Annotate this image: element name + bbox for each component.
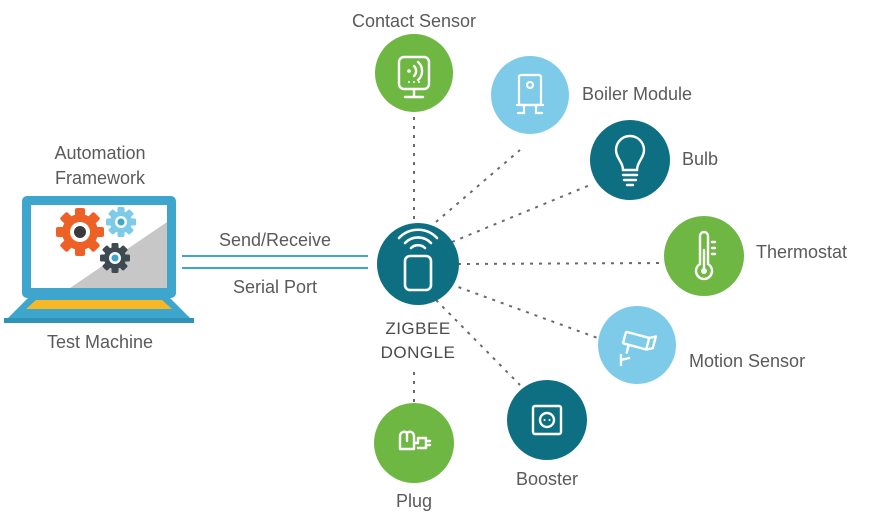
laptop-keyboard bbox=[26, 300, 172, 309]
laptop-icon bbox=[4, 196, 194, 323]
booster-node bbox=[507, 380, 587, 460]
connector-boiler-module bbox=[435, 149, 521, 223]
dark-gear-icon bbox=[100, 243, 130, 273]
test-machine-label: Test Machine bbox=[46, 332, 154, 352]
connector-bulb bbox=[451, 184, 591, 243]
contact-sensor-circle bbox=[375, 34, 453, 112]
thermostat-node bbox=[664, 216, 744, 296]
boiler-module-node bbox=[491, 56, 569, 134]
plug-icon bbox=[398, 430, 432, 451]
plug-node bbox=[374, 403, 454, 483]
bulb-icon bbox=[614, 134, 646, 187]
serial-link bbox=[182, 255, 368, 269]
camera-icon bbox=[619, 330, 658, 367]
boiler-module-circle bbox=[491, 56, 569, 134]
dongle-label-line1: ZIGBEE bbox=[385, 319, 451, 338]
bulb-circle bbox=[590, 120, 670, 200]
orange-gear-icon bbox=[56, 208, 104, 256]
serial-port-label: Serial Port bbox=[233, 277, 318, 297]
wireless-dongle-icon bbox=[397, 228, 439, 292]
motion-sensor-circle bbox=[598, 306, 676, 384]
connector-lines bbox=[413, 112, 666, 403]
boiler-module-icon bbox=[515, 73, 545, 115]
laptop-front-edge bbox=[4, 318, 194, 323]
thermostat-icon bbox=[694, 230, 717, 281]
boiler-module-label: Boiler Module bbox=[582, 84, 693, 104]
plug-label: Plug bbox=[395, 491, 433, 511]
thermostat-label: Thermostat bbox=[756, 242, 848, 262]
dongle-circle bbox=[377, 223, 459, 305]
contact-sensor-label: Contact Sensor bbox=[351, 11, 477, 31]
booster-label: Booster bbox=[515, 469, 579, 489]
motion-sensor-node bbox=[598, 306, 676, 384]
contact-sensor-icon bbox=[397, 55, 431, 99]
blue-gear-icon bbox=[106, 207, 136, 237]
dongle-label-line2: DONGLE bbox=[380, 343, 456, 362]
connector-thermostat bbox=[457, 262, 666, 265]
booster-circle bbox=[507, 380, 587, 460]
connector-motion-sensor bbox=[449, 283, 604, 341]
framework-label-line2: Framework bbox=[54, 168, 145, 188]
connector-booster bbox=[435, 299, 521, 386]
bulb-label: Bulb bbox=[682, 149, 719, 169]
zigbee-dongle-node bbox=[377, 223, 459, 305]
motion-sensor-label: Motion Sensor bbox=[689, 351, 806, 371]
bulb-node bbox=[590, 120, 670, 200]
contact-sensor-node bbox=[375, 34, 453, 112]
socket-icon bbox=[531, 404, 563, 436]
framework-label-line1: Automation bbox=[54, 143, 146, 163]
send-receive-label: Send/Receive bbox=[219, 230, 332, 250]
